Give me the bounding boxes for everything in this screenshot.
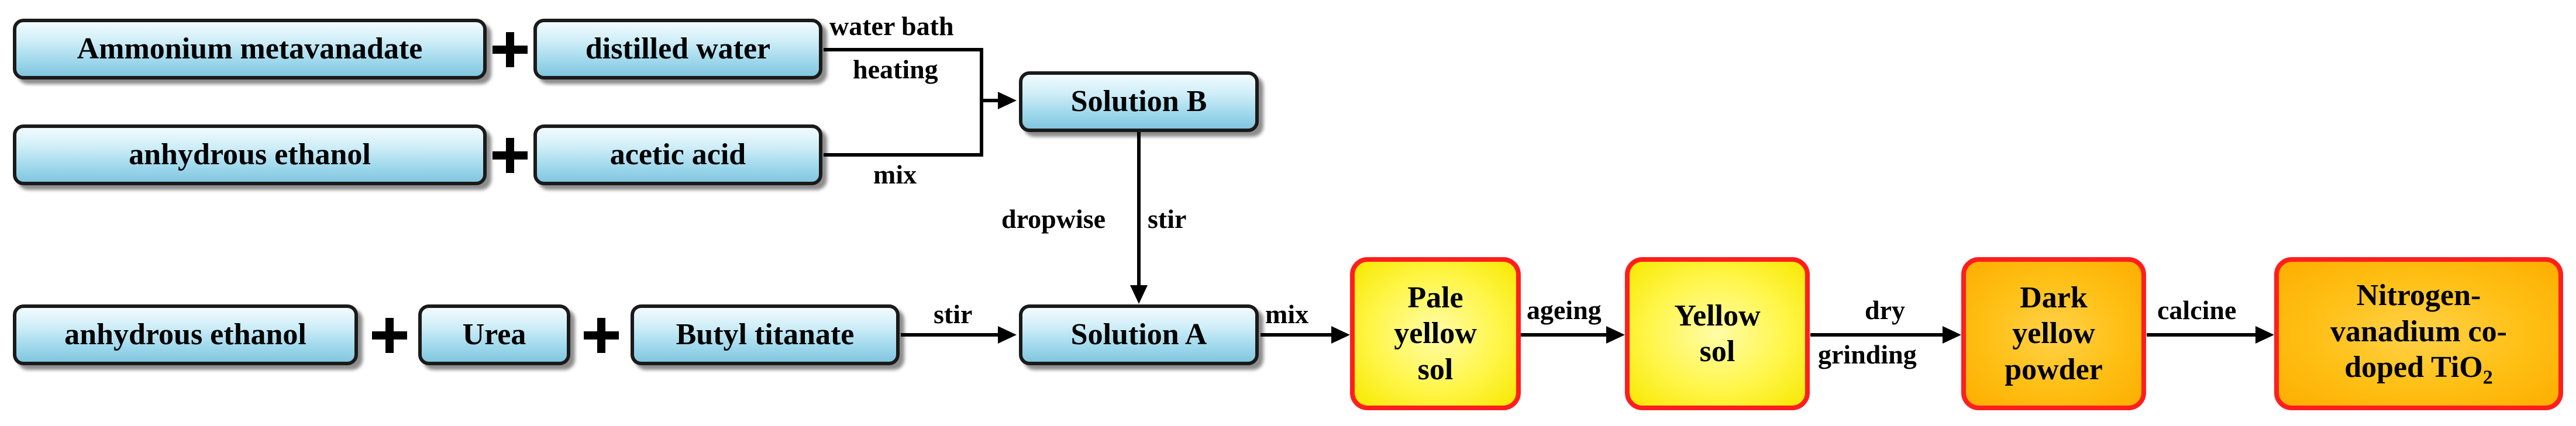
arrowhead-solution-a-left — [998, 326, 1017, 344]
solution-a-label: Solution A — [1070, 318, 1207, 352]
anhydrous-ethanol-bottom-label: anhydrous ethanol — [64, 318, 306, 352]
anhydrous-ethanol-top-label: anhydrous ethanol — [129, 138, 371, 172]
label-water-bath: water bath — [829, 11, 954, 41]
ammonium-metavanadate-box: Ammonium metavanadate — [13, 19, 487, 79]
arrowhead-yellow-sol — [1606, 326, 1625, 344]
butyl-titanate-label: Butyl titanate — [676, 318, 855, 352]
final-product-subscript: 2 — [2482, 366, 2493, 389]
label-stir-horizontal: stir — [934, 299, 973, 329]
anhydrous-ethanol-bottom-box: anhydrous ethanol — [13, 304, 358, 365]
label-ageing: ageing — [1527, 295, 1602, 325]
butyl-titanate-box: Butyl titanate — [631, 304, 900, 365]
arrowhead-dark-yellow-powder — [1943, 326, 1961, 344]
final-product-line-3: doped TiO2 — [2330, 349, 2507, 390]
arrowhead-solution-b — [998, 92, 1017, 109]
label-heating: heating — [853, 54, 938, 84]
label-dry: dry — [1865, 295, 1905, 325]
label-grinding: grinding — [1818, 340, 1917, 369]
label-stir-vertical: stir — [1148, 204, 1187, 234]
dark-yellow-powder-box: Dark yellow powder — [1961, 257, 2146, 410]
dark-yellow-powder-line-3: powder — [2005, 352, 2103, 386]
connector-acetic-acid-to-junction — [824, 101, 983, 157]
final-product-line-1: Nitrogen- — [2356, 279, 2481, 313]
anhydrous-ethanol-top-box: anhydrous ethanol — [13, 124, 487, 185]
arrowhead-final-product — [2255, 326, 2274, 344]
distilled-water-label: distilled water — [585, 32, 771, 66]
solution-b-box: Solution B — [1019, 71, 1259, 132]
dark-yellow-powder-line-1: Dark — [2020, 280, 2088, 314]
arrowhead-pale-yellow-sol — [1331, 326, 1350, 344]
label-mix-to-pale: mix — [1265, 299, 1309, 329]
pale-yellow-sol-box: Pale yellow sol — [1350, 257, 1521, 410]
solution-a-box: Solution A — [1019, 304, 1259, 365]
urea-box: Urea — [418, 304, 570, 365]
acetic-acid-box: acetic acid — [533, 124, 822, 185]
label-dropwise: dropwise — [1001, 204, 1106, 234]
plus-icon — [493, 32, 528, 67]
yellow-sol-line-1: Yellow — [1674, 299, 1761, 333]
ammonium-metavanadate-label: Ammonium metavanadate — [77, 32, 423, 66]
plus-icon — [584, 318, 619, 353]
nitrogen-vanadium-codoped-tio2-box: Nitrogen- vanadium co- doped TiO2 — [2274, 257, 2563, 410]
arrowhead-solution-a-top — [1130, 285, 1148, 304]
connector-distilled-water-to-junction — [824, 48, 983, 101]
label-calcine: calcine — [2157, 295, 2237, 325]
solution-b-label: Solution B — [1070, 85, 1207, 119]
pale-yellow-sol-line-2: yellow — [1394, 317, 1477, 351]
distilled-water-box: distilled water — [533, 19, 822, 79]
plus-icon — [372, 318, 407, 353]
urea-label: Urea — [462, 318, 526, 352]
pale-yellow-sol-line-1: Pale — [1407, 280, 1463, 314]
final-product-line-3-text: doped TiO — [2344, 351, 2483, 385]
dark-yellow-powder-line-2: yellow — [2012, 317, 2095, 351]
yellow-sol-line-2: sol — [1699, 335, 1735, 368]
label-mix-top: mix — [873, 160, 917, 189]
plus-icon — [493, 138, 528, 173]
final-product-line-2: vanadium co- — [2330, 314, 2507, 348]
acetic-acid-label: acetic acid — [609, 138, 746, 172]
yellow-sol-box: Yellow sol — [1625, 257, 1810, 410]
pale-yellow-sol-line-3: sol — [1417, 352, 1454, 386]
